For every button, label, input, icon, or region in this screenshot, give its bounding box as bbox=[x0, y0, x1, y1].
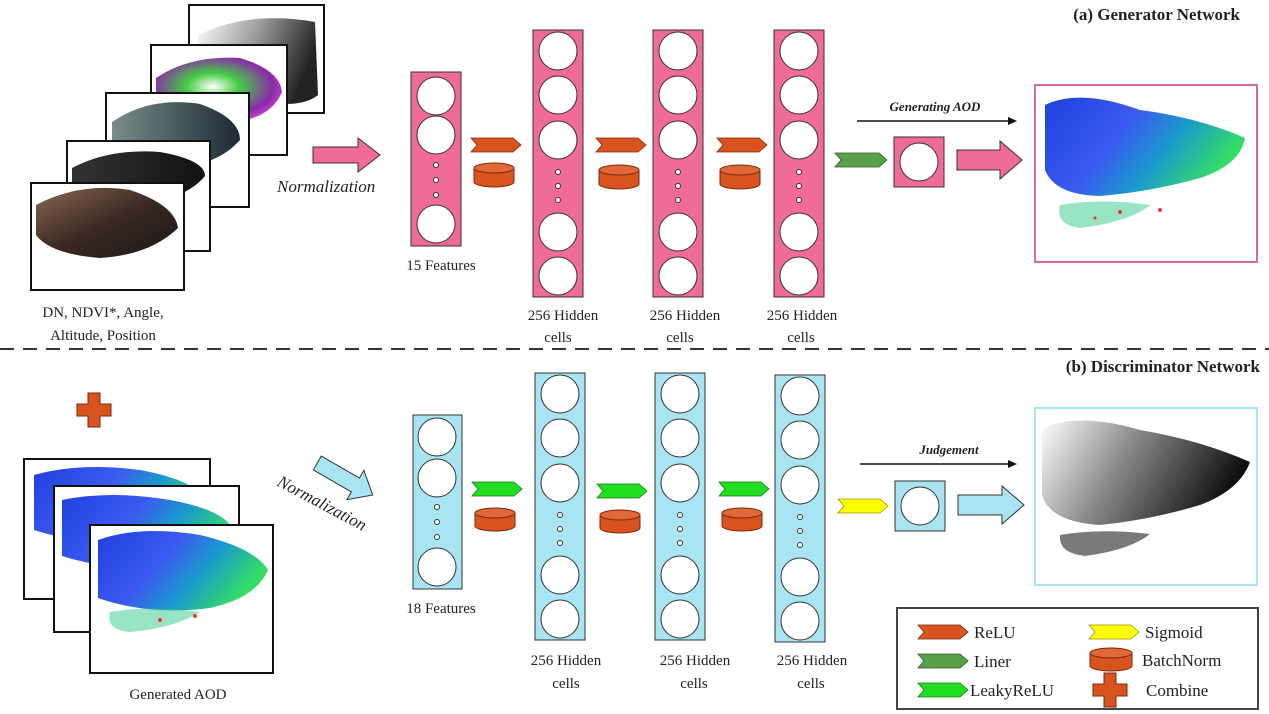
legend-leaky-relu-icon bbox=[917, 682, 969, 698]
discriminator-input-caption: Generated AOD bbox=[129, 687, 226, 703]
generator-hidden-layer-2-label-line1: 256 Hidden bbox=[650, 308, 721, 324]
discriminator-batchnorm-icon bbox=[721, 507, 763, 532]
combine-plus-icon bbox=[76, 392, 112, 428]
generator-batchnorm-icon bbox=[719, 164, 761, 190]
legend-leaky-relu-label: LeakyReLU bbox=[970, 681, 1054, 700]
generator-hidden-layer-3-label-line1: 256 Hidden bbox=[767, 308, 838, 324]
generator-hidden-layer-2-label-line2: cells bbox=[666, 330, 694, 346]
generator-hidden-layer-2 bbox=[652, 29, 704, 298]
discriminator-hidden-layer-3-label-line2: cells bbox=[797, 676, 825, 692]
discriminator-leaky-relu-arrow-icon bbox=[718, 481, 770, 497]
generator-batchnorm-icon bbox=[473, 162, 515, 188]
generator-input-caption-line1: DN, NDVI*, Angle, bbox=[42, 305, 163, 321]
generator-input-stack bbox=[30, 4, 325, 291]
generator-output-line-arrowhead-icon bbox=[1008, 117, 1017, 125]
discriminator-hidden-layer-1-label-line2: cells bbox=[552, 676, 580, 692]
legend-sigmoid-icon bbox=[1088, 624, 1140, 640]
legend: ReLU Sigmoid Liner BatchNorm LeakyReLU C… bbox=[896, 607, 1259, 710]
legend-sigmoid-label: Sigmoid bbox=[1145, 623, 1203, 642]
generator-normalization-label: Normalization bbox=[276, 177, 375, 196]
legend-batchnorm-icon bbox=[1089, 647, 1133, 672]
judgement-image bbox=[1034, 407, 1258, 586]
discriminator-output-arrow-icon bbox=[957, 484, 1025, 526]
discriminator-hidden-layer-3 bbox=[774, 374, 826, 643]
generator-hidden-layer-3 bbox=[773, 29, 825, 298]
legend-liner-icon bbox=[917, 653, 969, 669]
discriminator-input-layer bbox=[412, 414, 463, 590]
input-image-brown bbox=[30, 182, 185, 291]
legend-relu-label: ReLU bbox=[974, 623, 1016, 642]
generated-aod-image bbox=[1034, 84, 1258, 263]
discriminator-normalization-arrow-icon bbox=[312, 455, 374, 501]
aod-image-3 bbox=[89, 524, 274, 674]
generator-title: (a) Generator Network bbox=[1073, 5, 1240, 24]
discriminator-hidden-layer-2 bbox=[654, 372, 706, 641]
legend-liner-label: Liner bbox=[974, 652, 1011, 671]
discriminator-hidden-layer-3-label-line1: 256 Hidden bbox=[777, 653, 848, 669]
legend-relu-icon bbox=[917, 624, 969, 640]
discriminator-output-node bbox=[894, 480, 946, 532]
legend-combine-label: Combine bbox=[1146, 681, 1208, 700]
discriminator-batchnorm-icon bbox=[599, 509, 641, 534]
discriminator-leaky-relu-arrow-icon bbox=[596, 483, 648, 499]
discriminator-title: (b) Discriminator Network bbox=[1066, 357, 1261, 376]
generator-hidden-layer-1-label-line2: cells bbox=[544, 330, 572, 346]
generator-hidden-layer-3-label-line2: cells bbox=[787, 330, 815, 346]
discriminator-hidden-layer-2-label-line2: cells bbox=[680, 676, 708, 692]
generator-output-arrow-icon bbox=[956, 139, 1023, 181]
discriminator-hidden-layer-2-label-line1: 256 Hidden bbox=[660, 653, 731, 669]
discriminator-batchnorm-icon bbox=[474, 507, 516, 532]
discriminator-output-label: Judgement bbox=[918, 442, 979, 457]
generator-relu-arrow-icon bbox=[595, 137, 647, 153]
discriminator-leaky-relu-arrow-icon bbox=[471, 481, 523, 497]
generator-relu-arrow-icon bbox=[470, 137, 522, 153]
generator-hidden-layer-1 bbox=[532, 29, 584, 298]
generator-liner-arrow-icon bbox=[834, 152, 888, 168]
legend-combine-icon bbox=[1092, 672, 1128, 708]
discriminator-hidden-layer-1-label-line1: 256 Hidden bbox=[531, 653, 602, 669]
discriminator-sigmoid-arrow-icon bbox=[837, 498, 889, 514]
generator-output-label: Generating AOD bbox=[890, 99, 981, 114]
discriminator-hidden-layer-1 bbox=[534, 372, 586, 641]
generator-input-layer-label: 15 Features bbox=[406, 258, 476, 274]
generator-relu-arrow-icon bbox=[716, 137, 768, 153]
discriminator-output-line-arrowhead-icon bbox=[1008, 460, 1017, 468]
generator-hidden-layer-1-label-line1: 256 Hidden bbox=[528, 308, 599, 324]
legend-batchnorm-label: BatchNorm bbox=[1142, 651, 1221, 670]
generator-normalization-arrow-icon bbox=[312, 136, 381, 174]
discriminator-input-layer-label: 18 Features bbox=[406, 601, 476, 617]
generator-input-caption-line2: Altitude, Position bbox=[50, 328, 156, 344]
generator-batchnorm-icon bbox=[598, 164, 640, 190]
generator-output-node bbox=[893, 136, 945, 188]
generator-input-layer bbox=[410, 71, 462, 247]
discriminator-input-stack bbox=[23, 458, 274, 674]
